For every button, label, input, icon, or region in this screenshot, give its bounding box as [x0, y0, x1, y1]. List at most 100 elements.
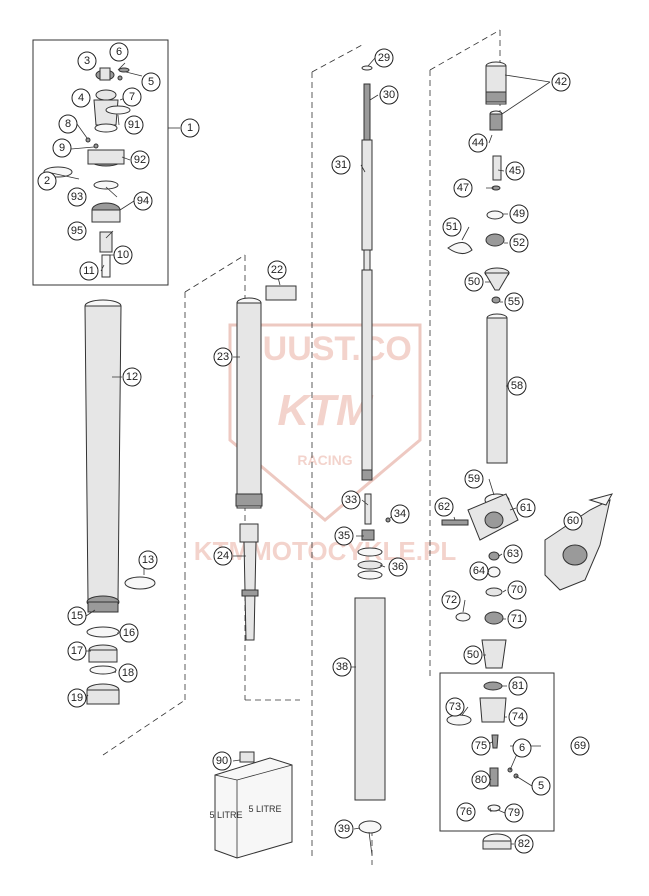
- callout-2: 2: [37, 171, 57, 191]
- callout-24: 24: [213, 546, 233, 566]
- svg-text:15: 15: [71, 610, 83, 622]
- svg-text:74: 74: [512, 711, 524, 723]
- svg-text:73: 73: [449, 701, 461, 713]
- callout-6a: 6: [109, 42, 129, 62]
- svg-text:50: 50: [468, 276, 480, 288]
- callout-55: 55: [504, 292, 524, 312]
- callout-1: 1: [180, 118, 200, 138]
- callout-33: 33: [341, 490, 361, 510]
- callout-69: 69: [570, 736, 590, 756]
- svg-text:82: 82: [518, 838, 530, 850]
- callout-19: 19: [67, 688, 87, 708]
- callout-60: 60: [563, 511, 583, 531]
- svg-text:36: 36: [392, 561, 404, 573]
- svg-text:91: 91: [128, 119, 140, 131]
- callout-82: 82: [514, 834, 534, 854]
- callout-61: 61: [516, 498, 536, 518]
- callout-95: 95: [67, 221, 87, 241]
- callout-81: 81: [508, 676, 528, 696]
- oil-can-front-label: 5 LITRE: [248, 804, 281, 814]
- callout-76: 76: [456, 802, 476, 822]
- callout-15: 15: [67, 606, 87, 626]
- callout-5b: 5: [531, 776, 551, 796]
- watermark-sub-text: RACING: [297, 452, 352, 468]
- callout-51: 51: [442, 217, 462, 237]
- svg-text:64: 64: [473, 565, 485, 577]
- svg-text:12: 12: [126, 371, 138, 383]
- callout-23: 23: [213, 347, 233, 367]
- top-cap-parts: [43, 67, 131, 278]
- svg-text:72: 72: [445, 594, 457, 606]
- callout-93: 93: [67, 187, 87, 207]
- leader-lines: [46, 57, 573, 856]
- watermark-top-text: BUUST.CO: [238, 330, 412, 368]
- svg-text:62: 62: [438, 501, 450, 513]
- callout-71: 71: [507, 609, 527, 629]
- svg-text:95: 95: [71, 225, 83, 237]
- callout-3: 3: [77, 51, 97, 71]
- svg-text:79: 79: [508, 807, 520, 819]
- svg-text:59: 59: [468, 473, 480, 485]
- svg-text:71: 71: [511, 613, 523, 625]
- valve-assembly-parts: [446, 681, 519, 850]
- svg-text:90: 90: [216, 755, 228, 767]
- callout-13: 13: [138, 550, 158, 570]
- svg-text:5: 5: [538, 780, 544, 792]
- callout-17: 17: [67, 641, 87, 661]
- svg-text:80: 80: [475, 774, 487, 786]
- svg-text:60: 60: [567, 515, 579, 527]
- svg-text:1: 1: [187, 122, 193, 134]
- cartridge-top-group-box: [32, 39, 169, 286]
- callout-35: 35: [334, 526, 354, 546]
- callout-22: 22: [267, 260, 287, 280]
- svg-text:50: 50: [467, 649, 479, 661]
- callout-74: 74: [508, 707, 528, 727]
- svg-text:52: 52: [513, 237, 525, 249]
- callout-58: 58: [507, 376, 527, 396]
- callout-75: 75: [471, 736, 491, 756]
- svg-text:70: 70: [511, 584, 523, 596]
- callout-6b: 6: [512, 738, 532, 758]
- svg-text:49: 49: [513, 208, 525, 220]
- svg-text:44: 44: [472, 137, 484, 149]
- svg-text:16: 16: [123, 627, 135, 639]
- callout-79: 79: [504, 803, 524, 823]
- svg-text:5: 5: [148, 76, 154, 88]
- oil-can-side-label: 5 LITRE: [209, 810, 242, 820]
- callout-31: 31: [331, 155, 351, 175]
- svg-text:13: 13: [142, 554, 154, 566]
- callout-7: 7: [122, 87, 142, 107]
- svg-text:6: 6: [116, 46, 122, 58]
- svg-text:10: 10: [117, 249, 129, 261]
- svg-text:39: 39: [338, 823, 350, 835]
- watermark-bottom-text: KTMMOTOCYKLE.PL: [194, 536, 457, 566]
- svg-text:6: 6: [519, 742, 525, 754]
- callout-63: 63: [503, 544, 523, 564]
- svg-text:42: 42: [555, 76, 567, 88]
- callout-91: 91: [124, 115, 144, 135]
- callout-36: 36: [388, 557, 408, 577]
- callout-11: 11: [79, 261, 99, 281]
- svg-text:31: 31: [335, 159, 347, 171]
- callout-62: 62: [434, 497, 454, 517]
- svg-text:93: 93: [71, 191, 83, 203]
- svg-text:75: 75: [475, 740, 487, 752]
- svg-text:18: 18: [122, 667, 134, 679]
- callout-80: 80: [471, 770, 491, 790]
- callout-73: 73: [445, 697, 465, 717]
- svg-text:11: 11: [83, 265, 94, 277]
- callout-52: 52: [509, 233, 529, 253]
- svg-text:8: 8: [65, 118, 71, 130]
- svg-text:4: 4: [78, 92, 84, 104]
- callout-9: 9: [52, 138, 72, 158]
- svg-text:33: 33: [345, 494, 357, 506]
- svg-text:34: 34: [394, 508, 406, 520]
- callout-42: 42: [551, 72, 571, 92]
- callout-64: 64: [469, 561, 489, 581]
- svg-text:69: 69: [574, 740, 586, 752]
- callout-8: 8: [58, 114, 78, 134]
- callout-44: 44: [468, 133, 488, 153]
- svg-text:9: 9: [59, 142, 65, 154]
- watermark: BUUST.CO KTM RACING KTMMOTOCYKLE.PL: [194, 323, 457, 566]
